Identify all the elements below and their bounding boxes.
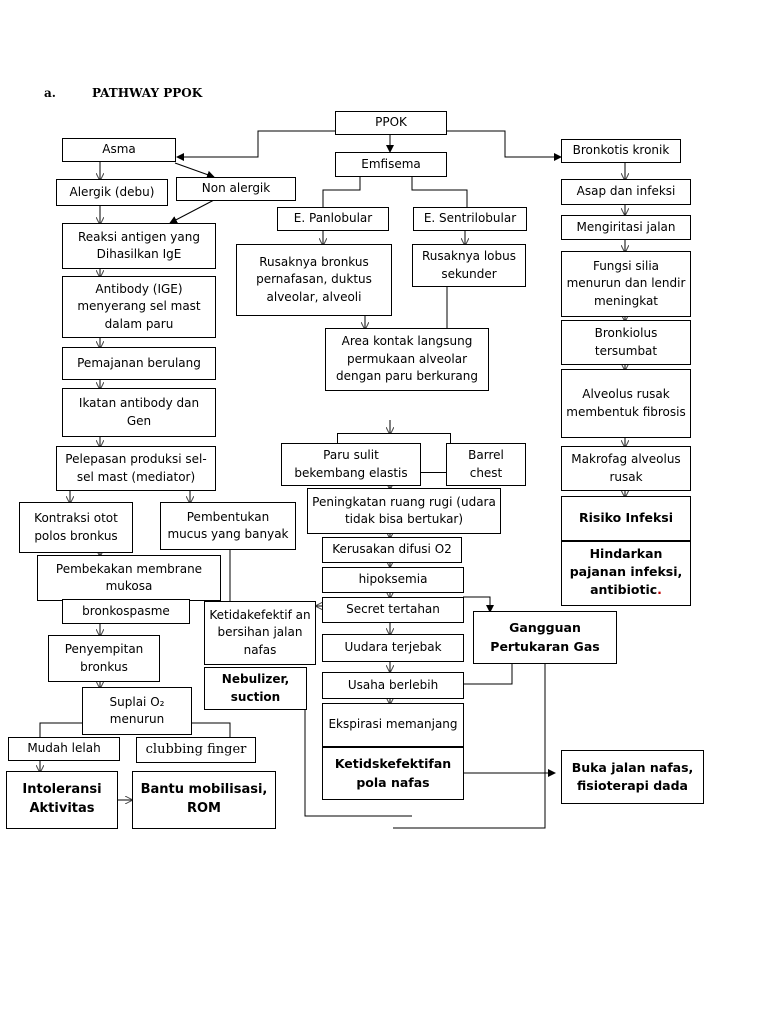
node-pembekakan: Pembekakan membrane mukosa bbox=[37, 555, 221, 601]
node-buka-jalan-nafas: Buka jalan nafas, fisioterapi dada bbox=[561, 750, 704, 804]
node-ketidakefektif-bersihan: Ketidakefektif an bersihan jalan nafas bbox=[204, 601, 316, 665]
node-paru-sulit: Paru sulit bekembang elastis bbox=[281, 443, 421, 486]
node-ikatan: Ikatan antibody dan Gen bbox=[62, 388, 216, 437]
node-gangguan-pertukaran-gas: Gangguan Pertukaran Gas bbox=[473, 611, 617, 664]
node-reaksi-antigen: Reaksi antigen yang Dihasilkan IgE bbox=[62, 223, 216, 269]
node-kontraksi: Kontraksi otot polos bronkus bbox=[19, 502, 133, 553]
page-title: PATHWAY PPOK bbox=[92, 86, 203, 100]
node-nebulizer: Nebulizer, suction bbox=[204, 667, 307, 710]
node-alveolus: Alveolus rusak membentuk fibrosis bbox=[561, 369, 691, 438]
node-penyempitan: Penyempitan bronkus bbox=[48, 635, 160, 682]
node-alergik: Alergik (debu) bbox=[56, 179, 168, 206]
node-pelepasan: Pelepasan produksi sel-sel mast (mediato… bbox=[56, 446, 216, 491]
node-usaha-berlebih: Usaha berlebih bbox=[322, 672, 464, 699]
node-antibody: Antibody (IGE) menyerang sel mast dalam … bbox=[62, 276, 216, 338]
node-non-alergik: Non alergik bbox=[176, 177, 296, 201]
node-clubbing-finger: clubbing finger bbox=[136, 737, 256, 763]
node-emfisema: Emfisema bbox=[335, 152, 447, 177]
node-hindarkan: Hindarkan pajanan infeksi, antibiotic. bbox=[561, 541, 691, 606]
node-pembentukan: Pembentukan mucus yang banyak bbox=[160, 502, 296, 550]
node-risiko-infeksi: Risiko Infeksi bbox=[561, 496, 691, 541]
node-suplai-o2: Suplai O₂ menurun bbox=[82, 687, 192, 735]
node-bronkitis-kronik: Bronkotis kronik bbox=[561, 139, 681, 163]
node-sentrilobular: E. Sentrilobular bbox=[413, 207, 527, 231]
node-ekspirasi: Ekspirasi memanjang bbox=[322, 703, 464, 747]
node-peningkatan: Peningkatan ruang rugi (udara tidak bisa… bbox=[307, 488, 501, 534]
node-rusaknya-lobus: Rusaknya lobus sekunder bbox=[412, 244, 526, 287]
node-rusaknya-bronkus: Rusaknya bronkus pernafasan, duktus alve… bbox=[236, 244, 392, 316]
node-mudah-lelah: Mudah lelah bbox=[8, 737, 120, 761]
node-secret-tertahan: Secret tertahan bbox=[322, 597, 464, 623]
node-makrofag: Makrofag alveolus rusak bbox=[561, 446, 691, 491]
node-bronkospasme: bronkospasme bbox=[62, 599, 190, 624]
node-asap-infeksi: Asap dan infeksi bbox=[561, 179, 691, 205]
node-intoleransi: Intoleransi Aktivitas bbox=[6, 771, 118, 829]
node-ketidskefektifan-pola-nafas: Ketidskefektifan pola nafas bbox=[322, 747, 464, 800]
node-bronkiolus: Bronkiolus tersumbat bbox=[561, 320, 691, 365]
node-uudara-terjebak: Uudara terjebak bbox=[322, 634, 464, 662]
node-barrel-chest: Barrel chest bbox=[446, 443, 526, 486]
node-bantu-mobilisasi: Bantu mobilisasi, ROM bbox=[132, 771, 276, 829]
node-pemajanan: Pemajanan berulang bbox=[62, 347, 216, 380]
node-panlobular: E. Panlobular bbox=[277, 207, 389, 231]
node-mengiritasi: Mengiritasi jalan bbox=[561, 215, 691, 240]
node-asma: Asma bbox=[62, 138, 176, 162]
node-area-kontak: Area kontak langsung permukaan alveolar … bbox=[325, 328, 489, 391]
node-fungsi-silia: Fungsi silia menurun dan lendir meningka… bbox=[561, 251, 691, 317]
node-hipoksemia: hipoksemia bbox=[322, 567, 464, 593]
node-kerusakan-difusi: Kerusakan difusi O2 bbox=[322, 537, 462, 563]
section-marker: a. bbox=[44, 86, 56, 100]
hindarkan-dot: . bbox=[657, 582, 662, 598]
hindarkan-text: Hindarkan pajanan infeksi, antibiotic bbox=[569, 546, 683, 598]
node-ppok: PPOK bbox=[335, 111, 447, 135]
